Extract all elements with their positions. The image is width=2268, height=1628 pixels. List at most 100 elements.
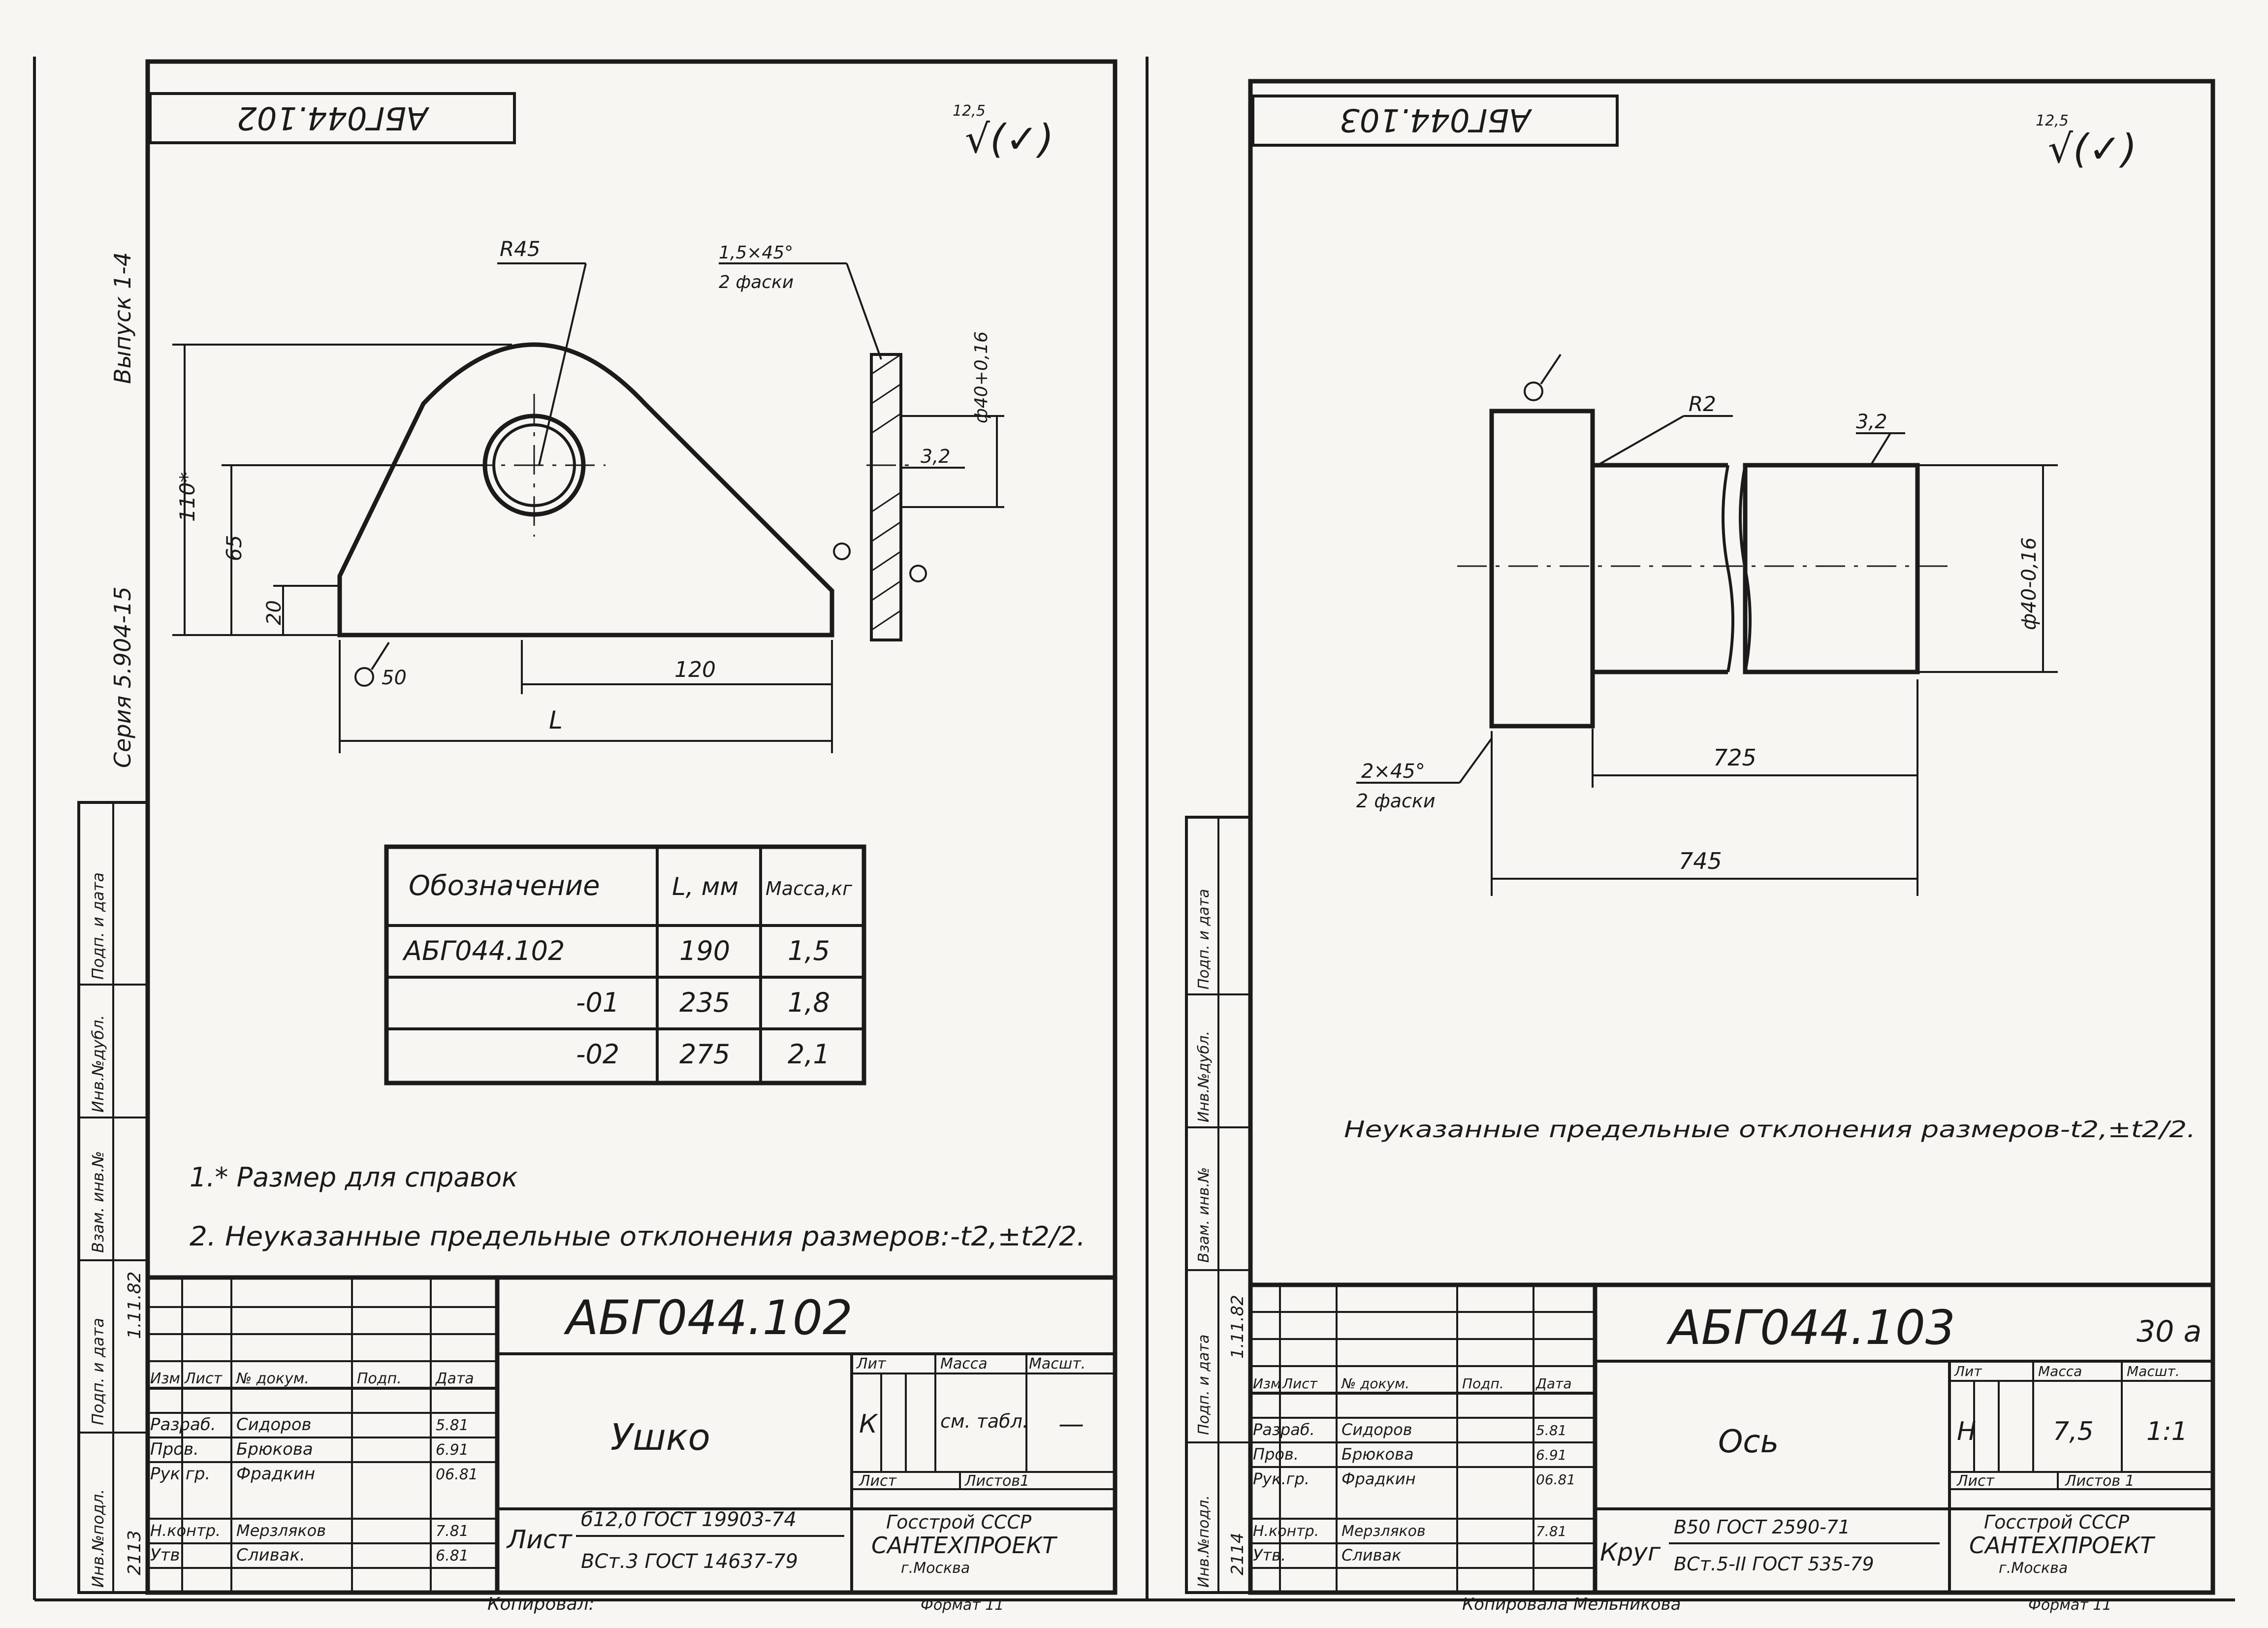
right-sheet-number: 30 а — [2137, 1314, 2202, 1349]
svg-text:САНТЕХПРОЕКТ: САНТЕХПРОЕКТ — [1969, 1532, 2156, 1559]
svg-text:Лист: Лист — [506, 1525, 573, 1555]
svg-text:6.81: 6.81 — [436, 1547, 469, 1564]
svg-text:7,5: 7,5 — [2053, 1417, 2094, 1446]
table-row-3-designation: -02 — [576, 1039, 619, 1070]
left-note-1: 1.* Размер для справок — [190, 1162, 518, 1193]
svg-text:Копировал:: Копировал: — [487, 1594, 595, 1614]
table-row-2-mass: 1,8 — [788, 987, 830, 1018]
right-roughness-value: 12,5 — [2036, 112, 2069, 129]
svg-text:Формат 11: Формат 11 — [921, 1596, 1004, 1614]
left-doc-number: АБГ044.102 — [563, 1290, 853, 1345]
right-note: Неуказанные предельные отклонения размер… — [1344, 1116, 2196, 1143]
left-roughness-icon: √(✓) — [965, 116, 1054, 162]
right-roughness-icon: √(✓) — [2048, 126, 2137, 172]
svg-text:Копировала Мельникова: Копировала Мельникова — [1462, 1595, 1681, 1614]
svg-text:Дата: Дата — [435, 1370, 474, 1387]
dim-hole-dia: ф40+0,16 — [971, 331, 991, 423]
svg-text:Брюкова: Брюкова — [1342, 1445, 1414, 1464]
svg-text:В50 ГОСТ 2590-71: В50 ГОСТ 2590-71 — [1674, 1516, 1850, 1538]
left-side-series: Серия 5.904-15 — [109, 586, 136, 768]
table-row-3-mass: 2,1 — [788, 1039, 830, 1070]
svg-text:1:1: 1:1 — [2146, 1417, 2188, 1446]
svg-text:Фрадкин: Фрадкин — [1342, 1469, 1416, 1488]
svg-text:—: — — [1058, 1409, 1084, 1439]
dim-r2: R2 — [1689, 392, 1716, 416]
svg-text:Госстрой СССР: Госстрой СССР — [1984, 1511, 2129, 1533]
table-header-mass: Масса,кг — [766, 878, 853, 899]
svg-text:Пров.: Пров. — [150, 1439, 199, 1459]
dim-wL: L — [549, 706, 563, 734]
axle-shaft — [1743, 463, 1920, 674]
svg-text:Утв.: Утв. — [1253, 1546, 1286, 1564]
svg-text:Сливак: Сливак — [1342, 1546, 1402, 1564]
svg-text:1.11.82: 1.11.82 — [125, 1272, 145, 1339]
left-title-block: Изм Лист № докум. Подп. Дата Разраб. Сид… — [145, 1275, 1118, 1614]
dim-l725: 725 — [1713, 744, 1757, 771]
svg-text:Лист: Лист — [1956, 1472, 1995, 1490]
svg-text:2114: 2114 — [1228, 1532, 1247, 1575]
dim-h65: 65 — [222, 535, 246, 561]
svg-text:Подп.: Подп. — [357, 1370, 402, 1387]
dim-right-chamfer-note: 2 фаски — [1356, 790, 1436, 812]
left-top-stamp-box — [149, 92, 516, 144]
left-sheet: АБГ044.102 12,5 √(✓) Серия 5.904-15 Выпу… — [33, 57, 1147, 1614]
svg-text:1.11.82: 1.11.82 — [1228, 1295, 1247, 1359]
svg-text:Сидоров: Сидоров — [1342, 1420, 1412, 1439]
svg-text:Мерзляков: Мерзляков — [236, 1521, 326, 1540]
svg-text:Масса: Масса — [2038, 1363, 2082, 1379]
table-row-2-length: 235 — [679, 987, 730, 1018]
svg-text:Масшт.: Масшт. — [2127, 1363, 2180, 1379]
table-row-1-designation: АБГ044.102 — [402, 935, 565, 966]
dim-h20: 20 — [263, 600, 286, 625]
svg-text:Рук.гр.: Рук.гр. — [1253, 1469, 1310, 1488]
dim-d50: 50 — [382, 667, 407, 689]
svg-text:Н.контр.: Н.контр. — [150, 1521, 221, 1540]
svg-text:ВСт.5-II ГОСТ 535-79: ВСт.5-II ГОСТ 535-79 — [1674, 1553, 1874, 1575]
dim-chamfer: 1,5×45° — [719, 243, 793, 263]
dim-h110: 110* — [175, 472, 199, 522]
table-row-1-length: 190 — [679, 935, 730, 966]
svg-text:Госстрой СССР: Госстрой СССР — [886, 1511, 1031, 1533]
axle-head — [1489, 409, 1595, 729]
dim-rough-32: 3,2 — [921, 446, 950, 467]
svg-text:Рук.гр.: Рук.гр. — [150, 1464, 210, 1484]
svg-text:Масшт.: Масшт. — [1029, 1355, 1086, 1373]
svg-text:ВСт.3 ГОСТ 14637-79: ВСт.3 ГОСТ 14637-79 — [581, 1550, 798, 1573]
svg-text:Инв.№дубл.: Инв.№дубл. — [1195, 1031, 1213, 1122]
svg-text:06.81: 06.81 — [1536, 1471, 1575, 1488]
svg-text:Сидоров: Сидоров — [236, 1415, 312, 1435]
svg-text:Изм: Изм — [1253, 1375, 1281, 1392]
svg-text:6.91: 6.91 — [1536, 1447, 1566, 1463]
right-title-block: Изм Лист № докум. Подп. Дата Разраб. Сид… — [1248, 1282, 2215, 1614]
right-doc-number: АБГ044.103 — [1666, 1300, 1955, 1355]
dim-w120: 120 — [674, 657, 716, 682]
svg-text:Подп. и дата: Подп. и дата — [1195, 889, 1213, 990]
svg-text:Лист: Лист — [184, 1370, 223, 1387]
svg-text:Инв.№дубл.: Инв.№дубл. — [89, 1015, 107, 1113]
right-sheet: АБГ044.103 12,5 √(✓) R2 3,2 ф40-0,16 725 — [1146, 57, 2235, 1614]
svg-text:Разраб.: Разраб. — [150, 1415, 216, 1435]
right-top-stamp-box — [1251, 95, 1619, 147]
table-header-length: L, мм — [672, 872, 738, 901]
right-inventory-strip: Инв.№подл. Подп. и дата Взам. инв.№ Инв.… — [1185, 816, 1252, 1594]
svg-text:Подп.: Подп. — [1462, 1375, 1504, 1392]
svg-text:Подп. и дата: Подп. и дата — [1195, 1335, 1213, 1435]
svg-text:2113: 2113 — [125, 1530, 145, 1575]
svg-text:Листов 1: Листов 1 — [2065, 1472, 2135, 1490]
svg-text:5.81: 5.81 — [436, 1417, 469, 1434]
left-spec-table: Обозначение L, мм Масса,кг АБГ044.102 19… — [384, 844, 866, 1085]
lug-outline — [337, 342, 834, 638]
dim-r45: R45 — [500, 237, 541, 261]
svg-text:№ докум.: № докум. — [235, 1370, 309, 1387]
svg-text:Н.контр.: Н.контр. — [1253, 1523, 1319, 1540]
svg-text:г.Москва: г.Москва — [901, 1560, 970, 1577]
dim-chamfer-note: 2 фаски — [719, 272, 794, 292]
svg-text:см. табл.: см. табл. — [940, 1410, 1028, 1432]
table-row-2-designation: -01 — [576, 987, 619, 1018]
svg-text:Инв.№подл.: Инв.№подл. — [1195, 1495, 1213, 1588]
svg-text:06.81: 06.81 — [436, 1466, 478, 1483]
svg-text:Разраб.: Разраб. — [1253, 1420, 1315, 1439]
svg-text:Лит: Лит — [1954, 1363, 1982, 1379]
svg-text:К: К — [859, 1409, 878, 1439]
svg-text:№ докум.: № докум. — [1341, 1375, 1409, 1392]
